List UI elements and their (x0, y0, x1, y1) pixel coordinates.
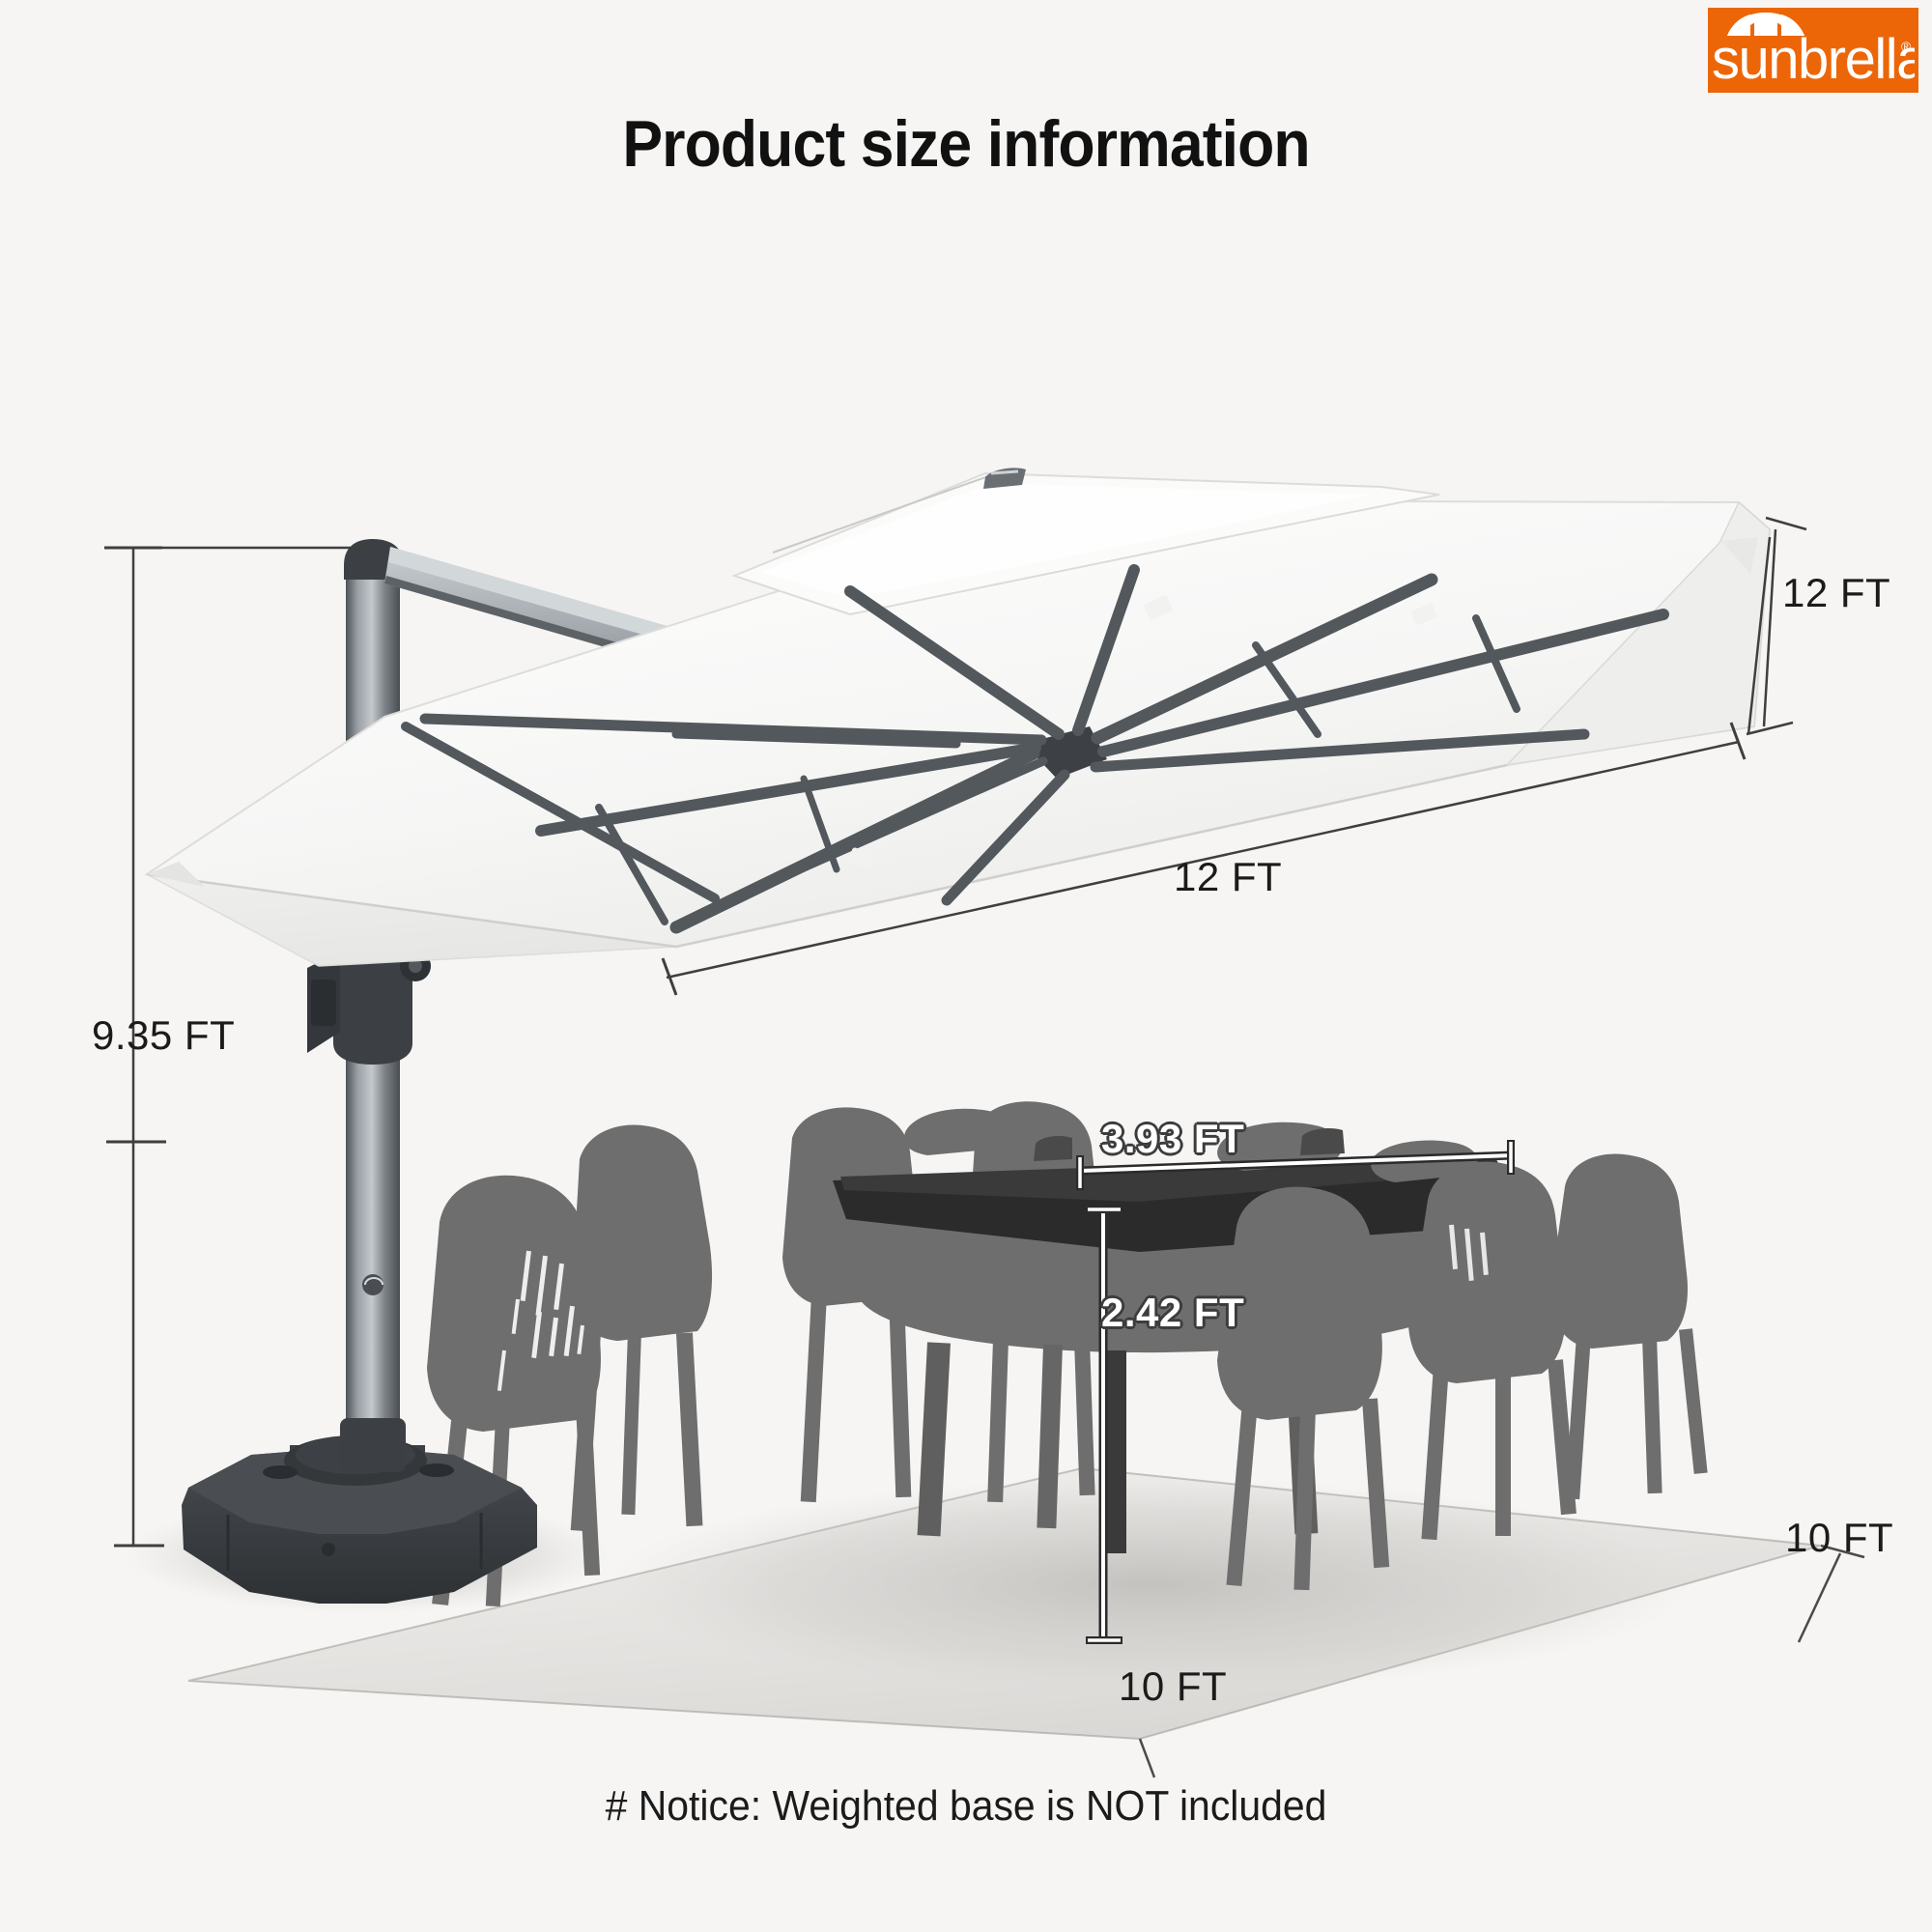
dimension-label-ground-depth: 10 FT (1785, 1515, 1894, 1560)
chair-silhouette (1408, 1161, 1577, 1541)
rib-collars (848, 595, 1437, 868)
sunbrella-wordmark: sunbrella (1712, 28, 1915, 91)
page-title: Product size information (622, 107, 1310, 181)
umbrella (144, 468, 1772, 1604)
dimension-label-ground-width: 10 FT (1119, 1663, 1228, 1709)
dimension-label-canopy-width: 12 FT (1174, 854, 1283, 899)
umbrella-icon (1727, 13, 1804, 36)
canopy-vent (731, 468, 1440, 616)
dimension-lines (104, 516, 1807, 1548)
chair-weave-detail (1449, 1224, 1489, 1281)
sunbrella-logo: sunbrella ® (1708, 8, 1918, 93)
dimension-label-table-height: 2.42 FT (1101, 1290, 1245, 1335)
registered-mark: ® (1901, 39, 1912, 54)
chair-weave-detail (497, 1250, 584, 1391)
ground-dimension-edges (1138, 1544, 1865, 1778)
dimension-label-table-width: 3.93 FT (1101, 1116, 1245, 1161)
chair-silhouette (1549, 1153, 1708, 1500)
footer-notice: # Notice: Weighted base is NOT included (605, 1782, 1327, 1830)
furniture-dimension-lines (1076, 1140, 1515, 1644)
dimension-label-pole-height: 9.35 FT (92, 1012, 236, 1058)
dimension-line-pole-height (104, 546, 384, 1548)
base-cap-detail (263, 1463, 454, 1479)
furniture-silhouettes (427, 1101, 1708, 1607)
dimension-label-canopy-depth: 12 FT (1782, 570, 1891, 615)
furniture-shadow (609, 1478, 1690, 1690)
tableware-silhouette (1034, 1128, 1345, 1161)
sunbrella-logo-mark: sunbrella ® (1712, 13, 1915, 91)
dimension-line-canopy-width (661, 722, 1747, 996)
umbrella-ribs (401, 564, 1669, 934)
dimension-line-canopy-depth (1746, 516, 1807, 736)
chair-silhouette (1217, 1186, 1390, 1591)
